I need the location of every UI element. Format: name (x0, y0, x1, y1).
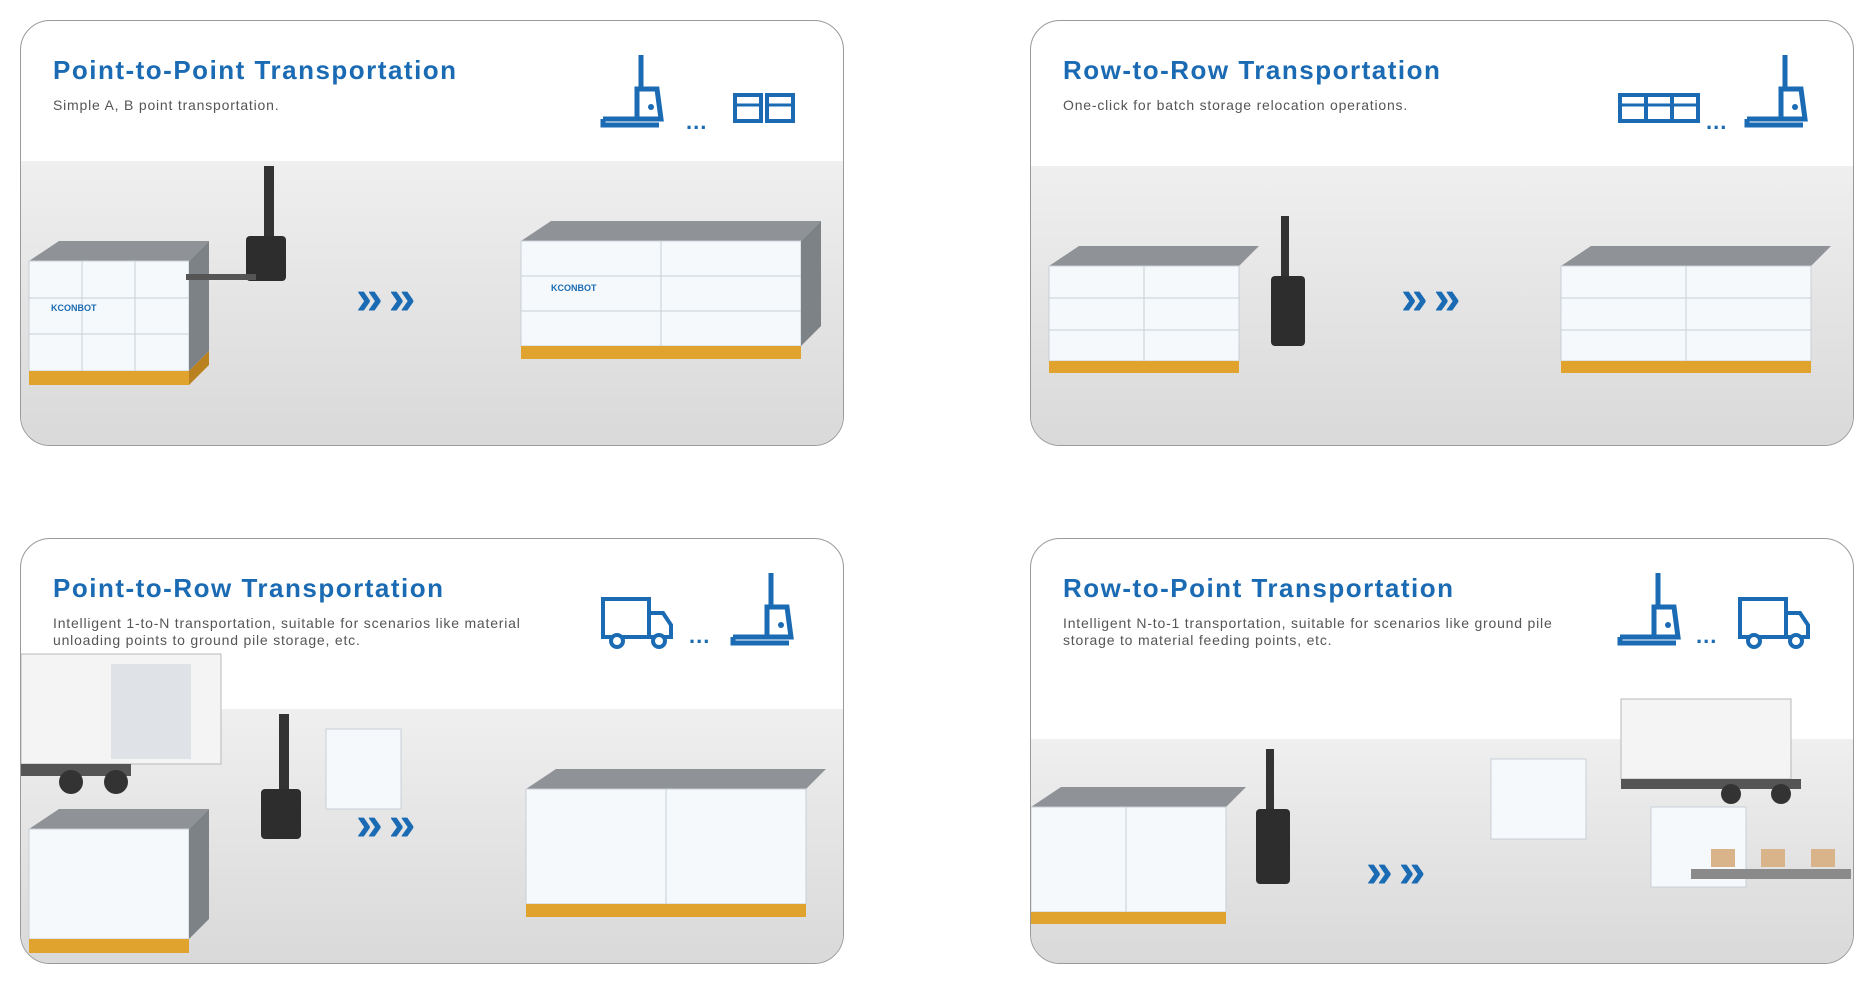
scene-row-to-point (1031, 698, 1851, 924)
card-title: Row-to-Row Transportation (1063, 55, 1442, 85)
card-point-to-point: KCONBOT KCONBOT Point-to-Point Transport… (20, 20, 844, 446)
scene-row-to-row (1048, 216, 1831, 373)
card-row-to-point: Row-to-Point Transportation Intelligent … (1030, 538, 1854, 964)
card-title: Point-to-Row Transportation (53, 573, 445, 603)
truck-icon (601, 597, 673, 649)
kconbot-forklift (261, 714, 301, 839)
direction-arrows: »» (356, 798, 422, 851)
feeding-boxes (1490, 758, 1587, 840)
card-subtitle: Simple A, B point transportation. (53, 97, 280, 113)
pallet-stack-source (28, 809, 209, 953)
card-subtitle: Intelligent N-to-1 transportation, suita… (1063, 615, 1553, 648)
kconbot-forklift (1256, 749, 1290, 884)
card-title: Row-to-Point Transportation (1063, 573, 1455, 603)
ellipsis: ... (1696, 623, 1718, 648)
forklift-icon (600, 55, 664, 128)
pallet-row-target (520, 221, 821, 359)
card-subtitle: Intelligent 1-to-N transportation, suita… (53, 615, 521, 648)
brand-label: KCONBOT (551, 283, 597, 293)
kconbot-forklift (186, 166, 286, 281)
card-row-to-row: Row-to-Row Transportation One-click for … (1030, 20, 1854, 446)
forklift-icon (730, 573, 794, 646)
delivery-truck (21, 653, 222, 794)
forklift-icon (1744, 55, 1808, 128)
pallet-stack-source (28, 241, 209, 385)
kconbot-forklift (1271, 216, 1305, 346)
direction-arrows: »» (1401, 272, 1467, 325)
conveyor (1691, 849, 1851, 879)
ellipsis: ... (686, 109, 708, 134)
storage-slots-icon (733, 93, 795, 123)
card-title: Point-to-Point Transportation (53, 55, 458, 85)
card-point-to-row: Point-to-Row Transportation Intelligent … (20, 538, 844, 964)
card-subtitle: One-click for batch storage relocation o… (1063, 97, 1409, 113)
delivery-truck (1620, 698, 1801, 804)
brand-label: KCONBOT (51, 303, 97, 313)
scene-point-to-row (21, 653, 826, 953)
pallet-row-target (525, 769, 826, 917)
ellipsis: ... (1706, 109, 1728, 134)
carried-boxes (325, 728, 402, 810)
ellipsis: ... (689, 623, 711, 648)
pallet-row-source (1048, 246, 1259, 373)
pallet-row-target (1560, 246, 1831, 373)
direction-arrows: »» (1366, 845, 1432, 898)
direction-arrows: »» (356, 272, 422, 325)
forklift-icon (1617, 573, 1681, 646)
storage-slots-icon (1618, 93, 1700, 123)
pallet-row-source (1031, 787, 1246, 924)
scene-point-to-point: KCONBOT KCONBOT (28, 166, 821, 385)
truck-icon (1738, 597, 1810, 649)
